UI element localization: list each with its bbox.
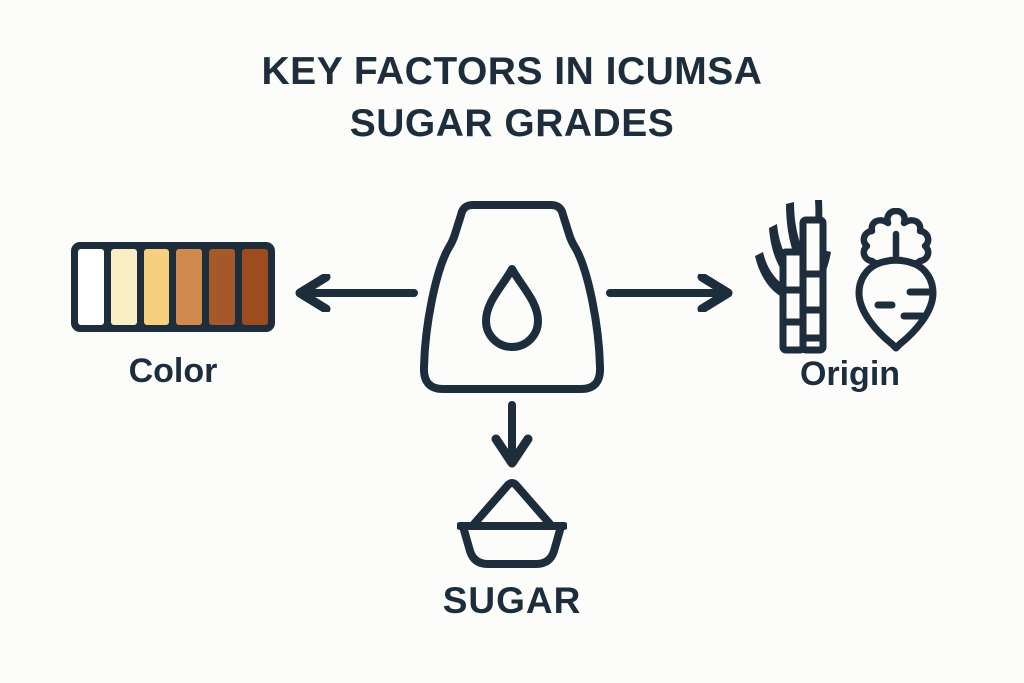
droplet-icon [482, 265, 542, 351]
color-swatch-cell [209, 249, 236, 325]
sugar-bag-icon [420, 201, 604, 393]
color-swatch-cell [78, 249, 104, 325]
color-label: Color [128, 352, 218, 390]
arrow-down-icon [491, 401, 533, 468]
color-swatch-icon [71, 242, 275, 332]
arrow-right-icon [606, 274, 733, 312]
page-title: KEY FACTORS IN ICUMSA SUGAR GRADES [0, 46, 1024, 150]
title-line-2: SUGAR GRADES [349, 102, 675, 145]
origin-label: Origin [799, 355, 901, 393]
sugar-label: SUGAR [442, 580, 582, 621]
color-swatch-cell [143, 249, 170, 325]
title-line-1: KEY FACTORS IN ICUMSA [261, 50, 763, 93]
sugarcane-icon [755, 200, 831, 354]
sugar-beet-icon [855, 208, 937, 352]
color-swatch-cell [242, 249, 268, 325]
arrow-left-icon [295, 274, 418, 312]
color-swatch-cell [176, 249, 203, 325]
color-swatch-cell [110, 249, 137, 325]
sugar-bowl-icon [457, 479, 567, 568]
